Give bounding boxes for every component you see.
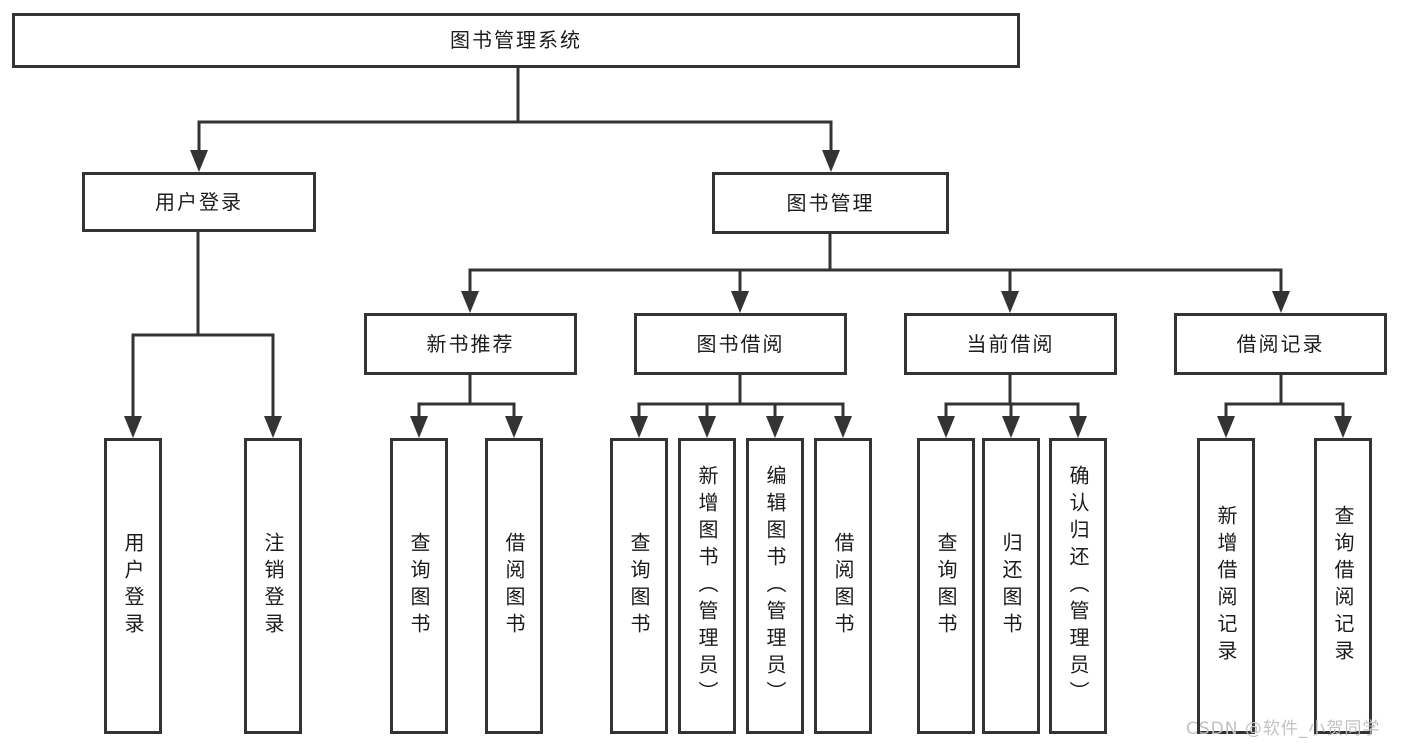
leaf-logout-label: 注销登录 [261,532,285,640]
leaf-query-books-current-label: 查询图书 [934,532,958,640]
leaf-query-books-recommend: 查询图书 [390,438,448,734]
node-user-login-label: 用户登录 [155,189,243,214]
leaf-add-borrow-record-label: 新增借阅记录 [1214,505,1238,667]
leaf-edit-book-admin: 编辑图书（管理员） [746,438,804,734]
node-new-book-recommend-label: 新书推荐 [426,331,515,356]
node-current-borrow: 当前借阅 [904,313,1117,375]
node-new-book-recommend: 新书推荐 [364,313,577,375]
leaf-return-book-label: 归还图书 [999,532,1023,640]
leaf-borrow-books-recommend: 借阅图书 [485,438,543,734]
node-borrow-records-label: 借阅记录 [1236,331,1325,356]
leaf-add-book-admin: 新增图书（管理员） [678,438,736,734]
node-library-system-label: 图书管理系统 [450,28,582,52]
leaf-edit-book-admin-label: 编辑图书（管理员） [763,464,787,708]
node-user-login: 用户登录 [82,172,316,232]
leaf-query-books-recommend-label: 查询图书 [407,532,431,640]
leaf-logout: 注销登录 [244,438,302,734]
node-library-system: 图书管理系统 [12,13,1020,68]
csdn-watermark: CSDN @软件_小贺同学 [1186,719,1381,739]
node-borrow-records: 借阅记录 [1174,313,1387,375]
leaf-confirm-return-admin: 确认归还（管理员） [1049,438,1107,734]
leaf-borrow-books: 借阅图书 [814,438,872,734]
leaf-query-books-borrow: 查询图书 [610,438,668,734]
node-book-management: 图书管理 [712,172,949,234]
leaf-borrow-books-recommend-label: 借阅图书 [502,532,526,640]
leaf-user-login-label: 用户登录 [121,532,145,640]
leaf-user-login: 用户登录 [104,438,162,734]
leaf-query-borrow-record-label: 查询借阅记录 [1331,505,1355,667]
leaf-query-borrow-record: 查询借阅记录 [1314,438,1372,734]
node-current-borrow-label: 当前借阅 [966,331,1055,356]
leaf-add-book-admin-label: 新增图书（管理员） [695,464,719,708]
leaf-query-books-borrow-label: 查询图书 [627,532,651,640]
leaf-borrow-books-label: 借阅图书 [831,532,855,640]
leaf-add-borrow-record: 新增借阅记录 [1197,438,1255,734]
node-book-management-label: 图书管理 [786,190,875,215]
leaf-return-book: 归还图书 [982,438,1040,734]
leaf-confirm-return-admin-label: 确认归还（管理员） [1066,464,1090,708]
node-book-borrow: 图书借阅 [634,313,847,375]
node-book-borrow-label: 图书借阅 [696,331,785,356]
leaf-query-books-current: 查询图书 [917,438,975,734]
